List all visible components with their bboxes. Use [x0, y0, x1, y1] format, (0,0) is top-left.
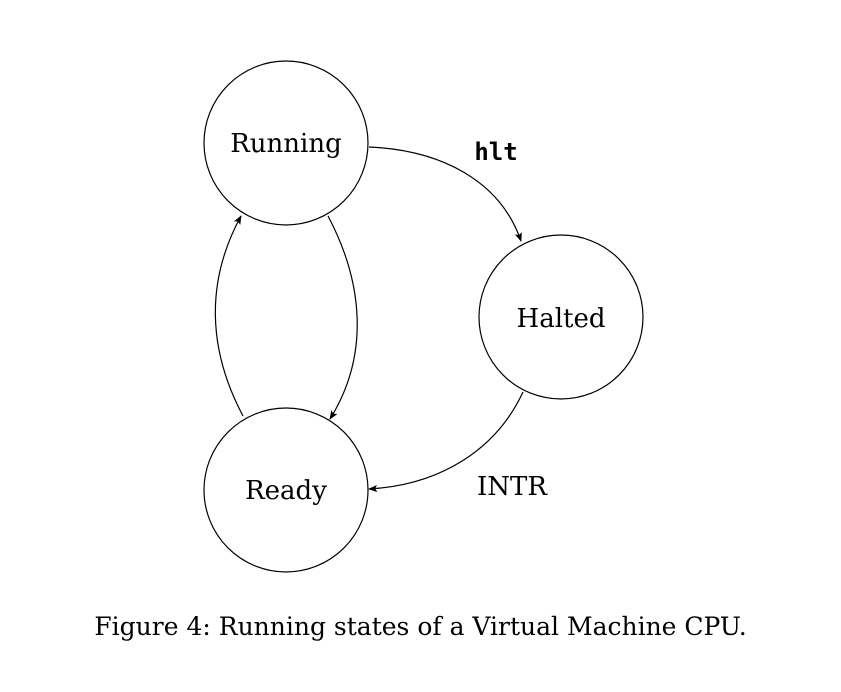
edge-ready-to-running [214, 215, 244, 417]
edge-halted-to-ready [368, 391, 524, 493]
state-halted: Halted [478, 234, 644, 400]
state-ready-label: Ready [245, 476, 327, 506]
edge-label-hlt: hlt [474, 138, 517, 166]
edge-running-to-ready [327, 215, 358, 420]
state-halted-label: Halted [517, 304, 606, 334]
state-running-label: Running [230, 129, 342, 159]
edge-label-intr: INTR [477, 472, 548, 502]
edge-running-to-halted [368, 146, 522, 242]
state-ready: Ready [203, 407, 369, 573]
figure-caption: Figure 4: Running states of a Virtual Ma… [94, 612, 747, 641]
state-running: Running [203, 60, 369, 226]
